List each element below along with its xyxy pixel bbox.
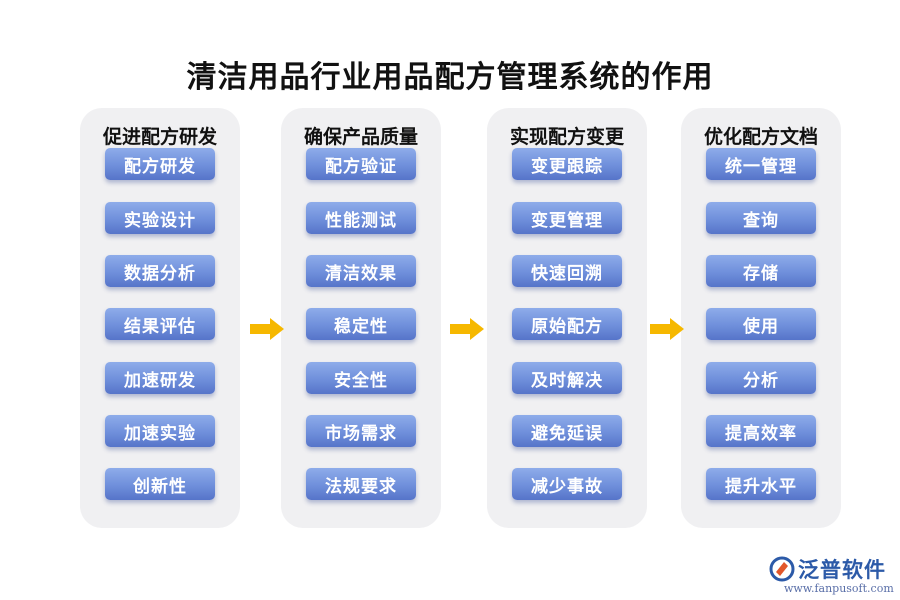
item-box: 提升水平: [706, 468, 816, 500]
item-box: 分析: [706, 362, 816, 394]
logo-name: 泛普软件: [798, 558, 886, 582]
item-box: 结果评估: [105, 308, 215, 340]
item-box: 变更跟踪: [512, 148, 622, 180]
arrow-right-icon: [450, 318, 484, 340]
column-heading: 促进配方研发: [102, 126, 217, 148]
column-heading: 确保产品质量: [303, 126, 418, 148]
item-box: 安全性: [306, 362, 416, 394]
item-box: 存储: [706, 255, 816, 287]
column-heading: 实现配方变更: [509, 126, 624, 148]
column-1: 促进配方研发 配方研发 实验设计 数据分析 结果评估 加速研发 加速实验 创新性: [80, 108, 240, 528]
item-box: 市场需求: [306, 415, 416, 447]
page-title: 清洁用品行业用品配方管理系统的作用: [186, 60, 714, 95]
item-box: 实验设计: [105, 202, 215, 234]
item-box: 法规要求: [306, 468, 416, 500]
item-box: 创新性: [105, 468, 215, 500]
item-box: 使用: [706, 308, 816, 340]
item-box: 及时解决: [512, 362, 622, 394]
item-box: 快速回溯: [512, 255, 622, 287]
arrow-right-icon: [650, 318, 684, 340]
fanpu-logo-icon: [769, 556, 795, 582]
item-box: 减少事故: [512, 468, 622, 500]
item-box: 加速实验: [105, 415, 215, 447]
item-box: 查询: [706, 202, 816, 234]
arrow-right-icon: [250, 318, 284, 340]
item-box: 加速研发: [105, 362, 215, 394]
column-heading: 优化配方文档: [703, 126, 818, 148]
item-box: 避免延误: [512, 415, 622, 447]
column-4: 优化配方文档 统一管理 查询 存储 使用 分析 提高效率 提升水平: [681, 108, 841, 528]
item-box: 提高效率: [706, 415, 816, 447]
item-box: 配方研发: [105, 148, 215, 180]
item-box: 清洁效果: [306, 255, 416, 287]
item-box: 配方验证: [306, 148, 416, 180]
column-3: 实现配方变更 变更跟踪 变更管理 快速回溯 原始配方 及时解决 避免延误 减少事…: [487, 108, 647, 528]
item-box: 性能测试: [306, 202, 416, 234]
item-box: 统一管理: [706, 148, 816, 180]
column-2: 确保产品质量 配方验证 性能测试 清洁效果 稳定性 安全性 市场需求 法规要求: [281, 108, 441, 528]
item-box: 变更管理: [512, 202, 622, 234]
logo-url: www.fanpusoft.com: [784, 582, 894, 595]
item-box: 数据分析: [105, 255, 215, 287]
item-box: 原始配方: [512, 308, 622, 340]
item-box: 稳定性: [306, 308, 416, 340]
brand-logo: 泛普软件 www.fanpusoft.com: [768, 552, 894, 596]
